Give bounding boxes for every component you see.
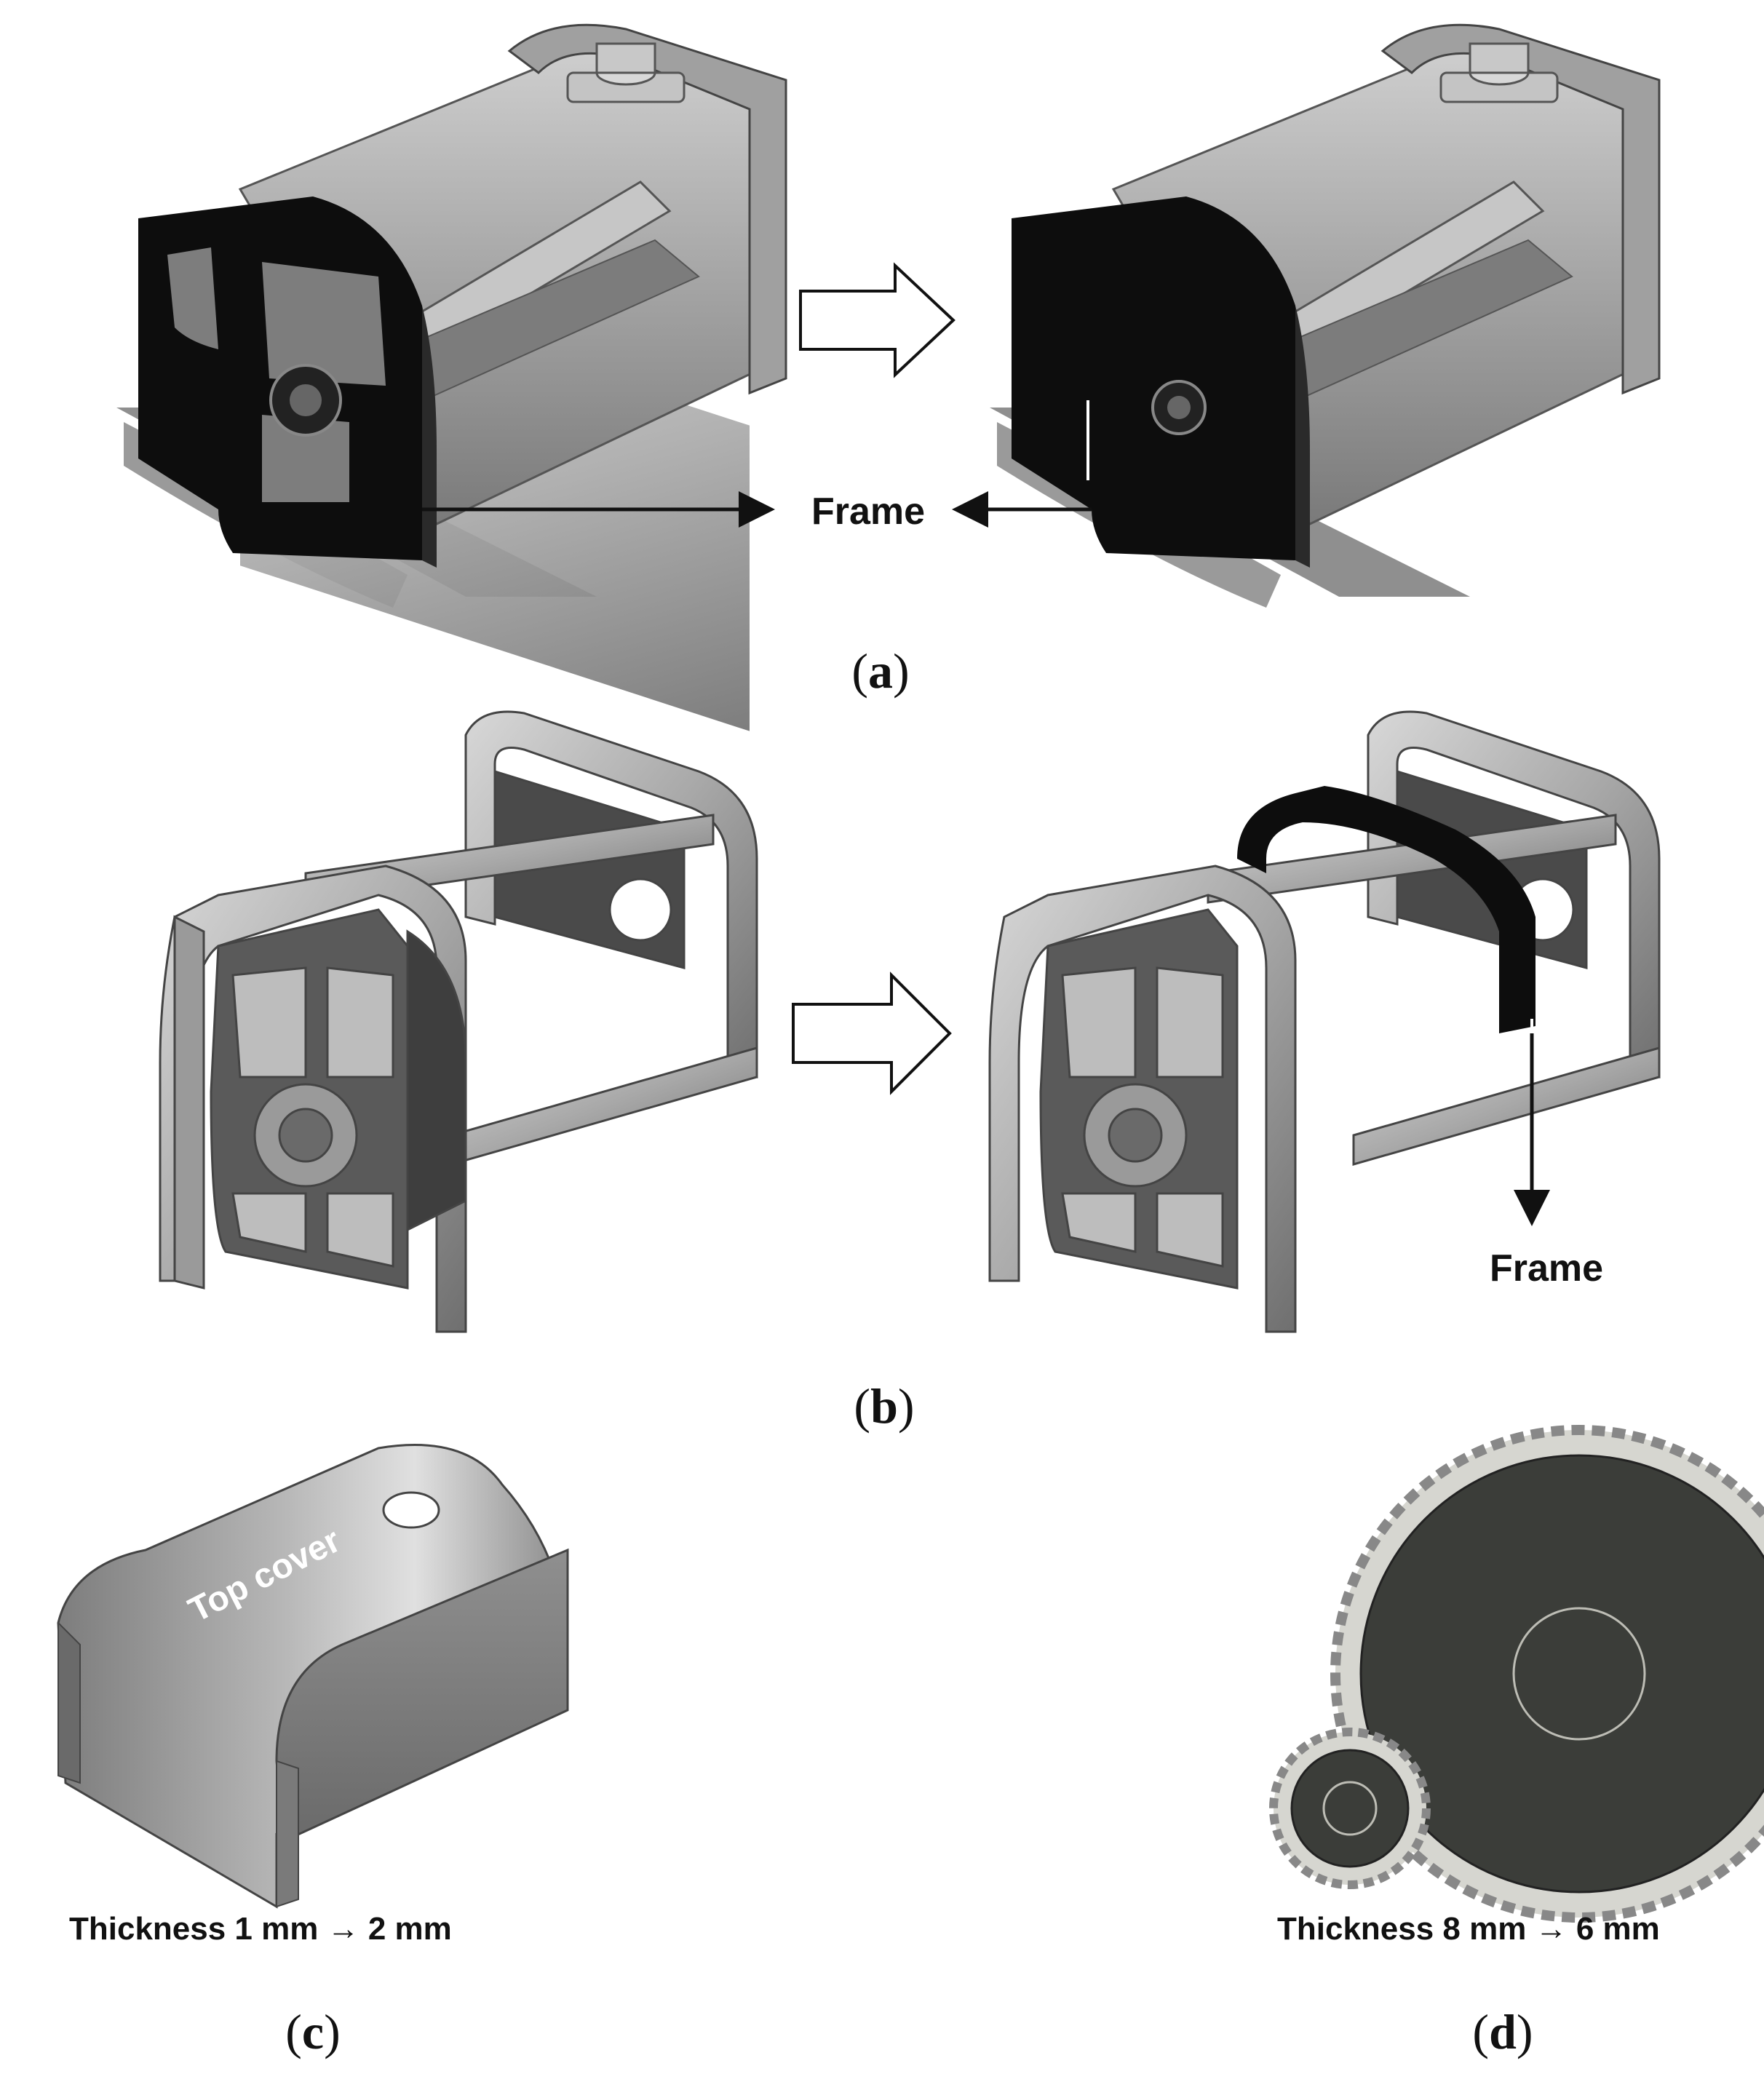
assembly-a-before: [116, 23, 787, 731]
caption-a: (a): [851, 643, 909, 699]
caption-d: (d): [1472, 2004, 1533, 2059]
caption-d-letter: d: [1489, 2004, 1517, 2059]
caption-b-letter: b: [870, 1378, 898, 1434]
caption-b: (b): [854, 1378, 914, 1434]
caption-c-letter: c: [302, 2004, 324, 2059]
top-cover-part: Top cover: [57, 1444, 569, 1909]
panel-d: Thickness 8 mm → 6 mm (d): [1269, 1425, 1764, 2059]
frame-assembly-b-before: [159, 710, 758, 1333]
frame-label-b: Frame: [1490, 1247, 1603, 1290]
large-gear: [1359, 1454, 1764, 1894]
panel-a: Frame (a): [116, 23, 1661, 731]
panel-c: Top cover Thickness 1 mm → 2 mm (c): [57, 1444, 569, 2059]
transform-arrow-a: [799, 262, 956, 378]
thickness-note-c: Thickness 1 mm → 2 mm: [69, 1911, 452, 1947]
assembly-a-after: [990, 23, 1661, 608]
caption-a-letter: a: [868, 643, 893, 699]
black-arch-frame: [1237, 786, 1535, 1033]
panel-b: Frame (b): [159, 710, 1661, 1434]
gear-pair: [1269, 1425, 1764, 1923]
frame-label-a: Frame: [811, 490, 925, 533]
thickness-note-d: Thickness 8 mm → 6 mm: [1277, 1911, 1660, 1947]
caption-c: (c): [285, 2004, 341, 2059]
transform-arrow-b: [792, 972, 952, 1095]
small-gear: [1290, 1749, 1410, 1868]
